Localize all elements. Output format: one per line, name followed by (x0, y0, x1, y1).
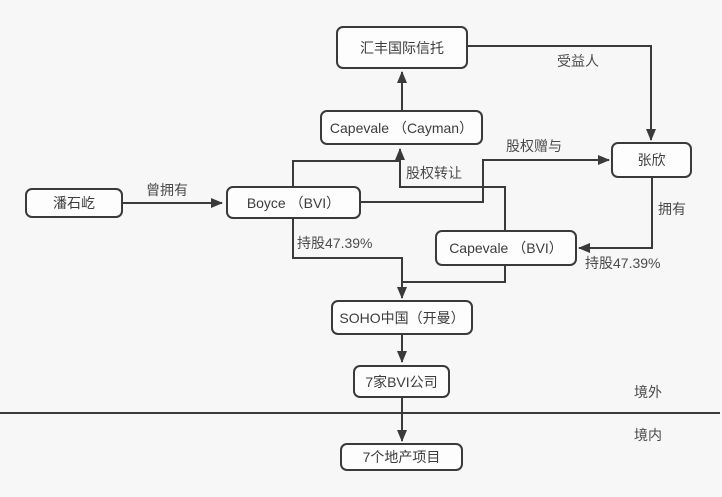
node-property-projects: 7个地产项目 (340, 443, 463, 471)
edge-capevale-bvi-to-capevale-cayman (395, 148, 506, 230)
node-bvi-companies: 7家BVI公司 (353, 365, 450, 398)
node-pan-shiyi: 潘石屹 (25, 188, 123, 218)
region-label-offshore: 境外 (634, 384, 662, 400)
node-capevale-cayman: Capevale （Cayman） (320, 110, 483, 145)
edge-boyce-to-transfer-riser (292, 160, 400, 186)
node-boyce-bvi: Boyce （BVI） (226, 186, 361, 219)
edge-label-equity-transfer: 股权转让 (406, 165, 462, 181)
edge-capevale-bvi-to-soho (403, 265, 506, 283)
region-label-onshore: 境内 (634, 427, 662, 443)
node-hsbc-trust: 汇丰国际信托 (336, 26, 468, 69)
edge-label-holding-boyce: 持股47.39% (297, 235, 373, 251)
node-zhang-xin: 张欣 (611, 142, 692, 178)
edge-label-once-owned: 曾拥有 (146, 182, 188, 198)
edge-label-owns: 拥有 (658, 201, 686, 217)
edge-label-beneficiary: 受益人 (557, 53, 599, 69)
edge-boyce-to-soho (292, 219, 407, 299)
node-soho-china-cayman: SOHO中国（开曼） (331, 300, 473, 335)
node-capevale-bvi: Capevale （BVI） (435, 230, 577, 266)
edge-label-equity-gift: 股权赠与 (506, 138, 562, 154)
edge-label-holding-capevale: 持股47.39% (585, 255, 661, 271)
edge-zhang-to-capevale-bvi (578, 178, 653, 253)
edge-boyce-to-zhang (361, 155, 610, 203)
